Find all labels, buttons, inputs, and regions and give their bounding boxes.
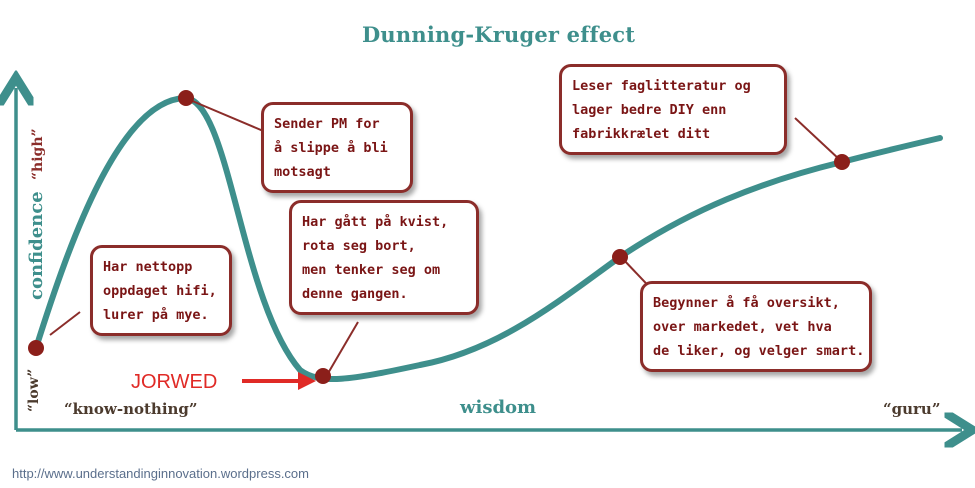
callout-beginner: Har nettopp oppdaget hifi, lurer på mye. <box>90 245 232 336</box>
callout-line: lager bedre DIY enn <box>572 102 727 118</box>
callout-line: Sender PM for <box>274 116 380 132</box>
callout-line: Har nettopp <box>103 259 193 275</box>
curve-point-5 <box>834 154 850 170</box>
callout-line: lurer på mye. <box>103 307 209 323</box>
leader-line-3 <box>326 321 359 376</box>
y-axis-high-label: “high” <box>30 128 46 180</box>
leader-line-5 <box>794 117 841 161</box>
leader-line-1 <box>49 311 81 336</box>
callout-line: oppdaget hifi, <box>103 283 217 299</box>
diagram-title: Dunning-Kruger effect <box>362 22 636 47</box>
callout-line: å slippe å bli <box>274 140 388 156</box>
callout-line: over markedet, vet hva <box>653 319 832 335</box>
x-axis-label: wisdom <box>460 397 537 418</box>
callout-guru: Leser faglitteratur og lager bedre DIY e… <box>559 64 787 155</box>
annotation-arrowhead <box>298 372 316 390</box>
y-axis-low-label: “low” <box>26 368 42 412</box>
x-axis-left-label: “know-nothing” <box>64 400 198 418</box>
dunning-kruger-curve <box>33 94 943 383</box>
callout-line: fabrikkrælet ditt <box>572 126 711 142</box>
callout-line: denne gangen. <box>302 286 408 302</box>
curve-point-2 <box>178 90 194 106</box>
y-axis-label: confidence <box>26 191 47 300</box>
callout-valley: Har gått på kvist, rota seg bort, men te… <box>289 200 479 315</box>
callout-line: Har gått på kvist, <box>302 214 449 230</box>
source-url[interactable]: http://www.understandinginnovation.wordp… <box>12 466 309 481</box>
callout-line: motsagt <box>274 164 331 180</box>
callout-line: rota seg bort, <box>302 238 416 254</box>
curve-point-4 <box>612 249 628 265</box>
callout-line: men tenker seg om <box>302 262 441 278</box>
leader-line-2 <box>189 99 269 134</box>
annotation-label: JORWED <box>131 371 218 393</box>
callout-line: Leser faglitteratur og <box>572 78 751 94</box>
x-axis-right-label: “guru” <box>883 400 941 418</box>
callout-peak: Sender PM for å slippe å bli motsagt <box>261 102 413 193</box>
curve-point-3 <box>315 368 331 384</box>
callout-slope: Begynner å få oversikt, over markedet, v… <box>640 281 872 372</box>
callout-line: de liker, og velger smart. <box>653 343 865 359</box>
curve-point-1 <box>28 340 44 356</box>
callout-line: Begynner å få oversikt, <box>653 295 840 311</box>
